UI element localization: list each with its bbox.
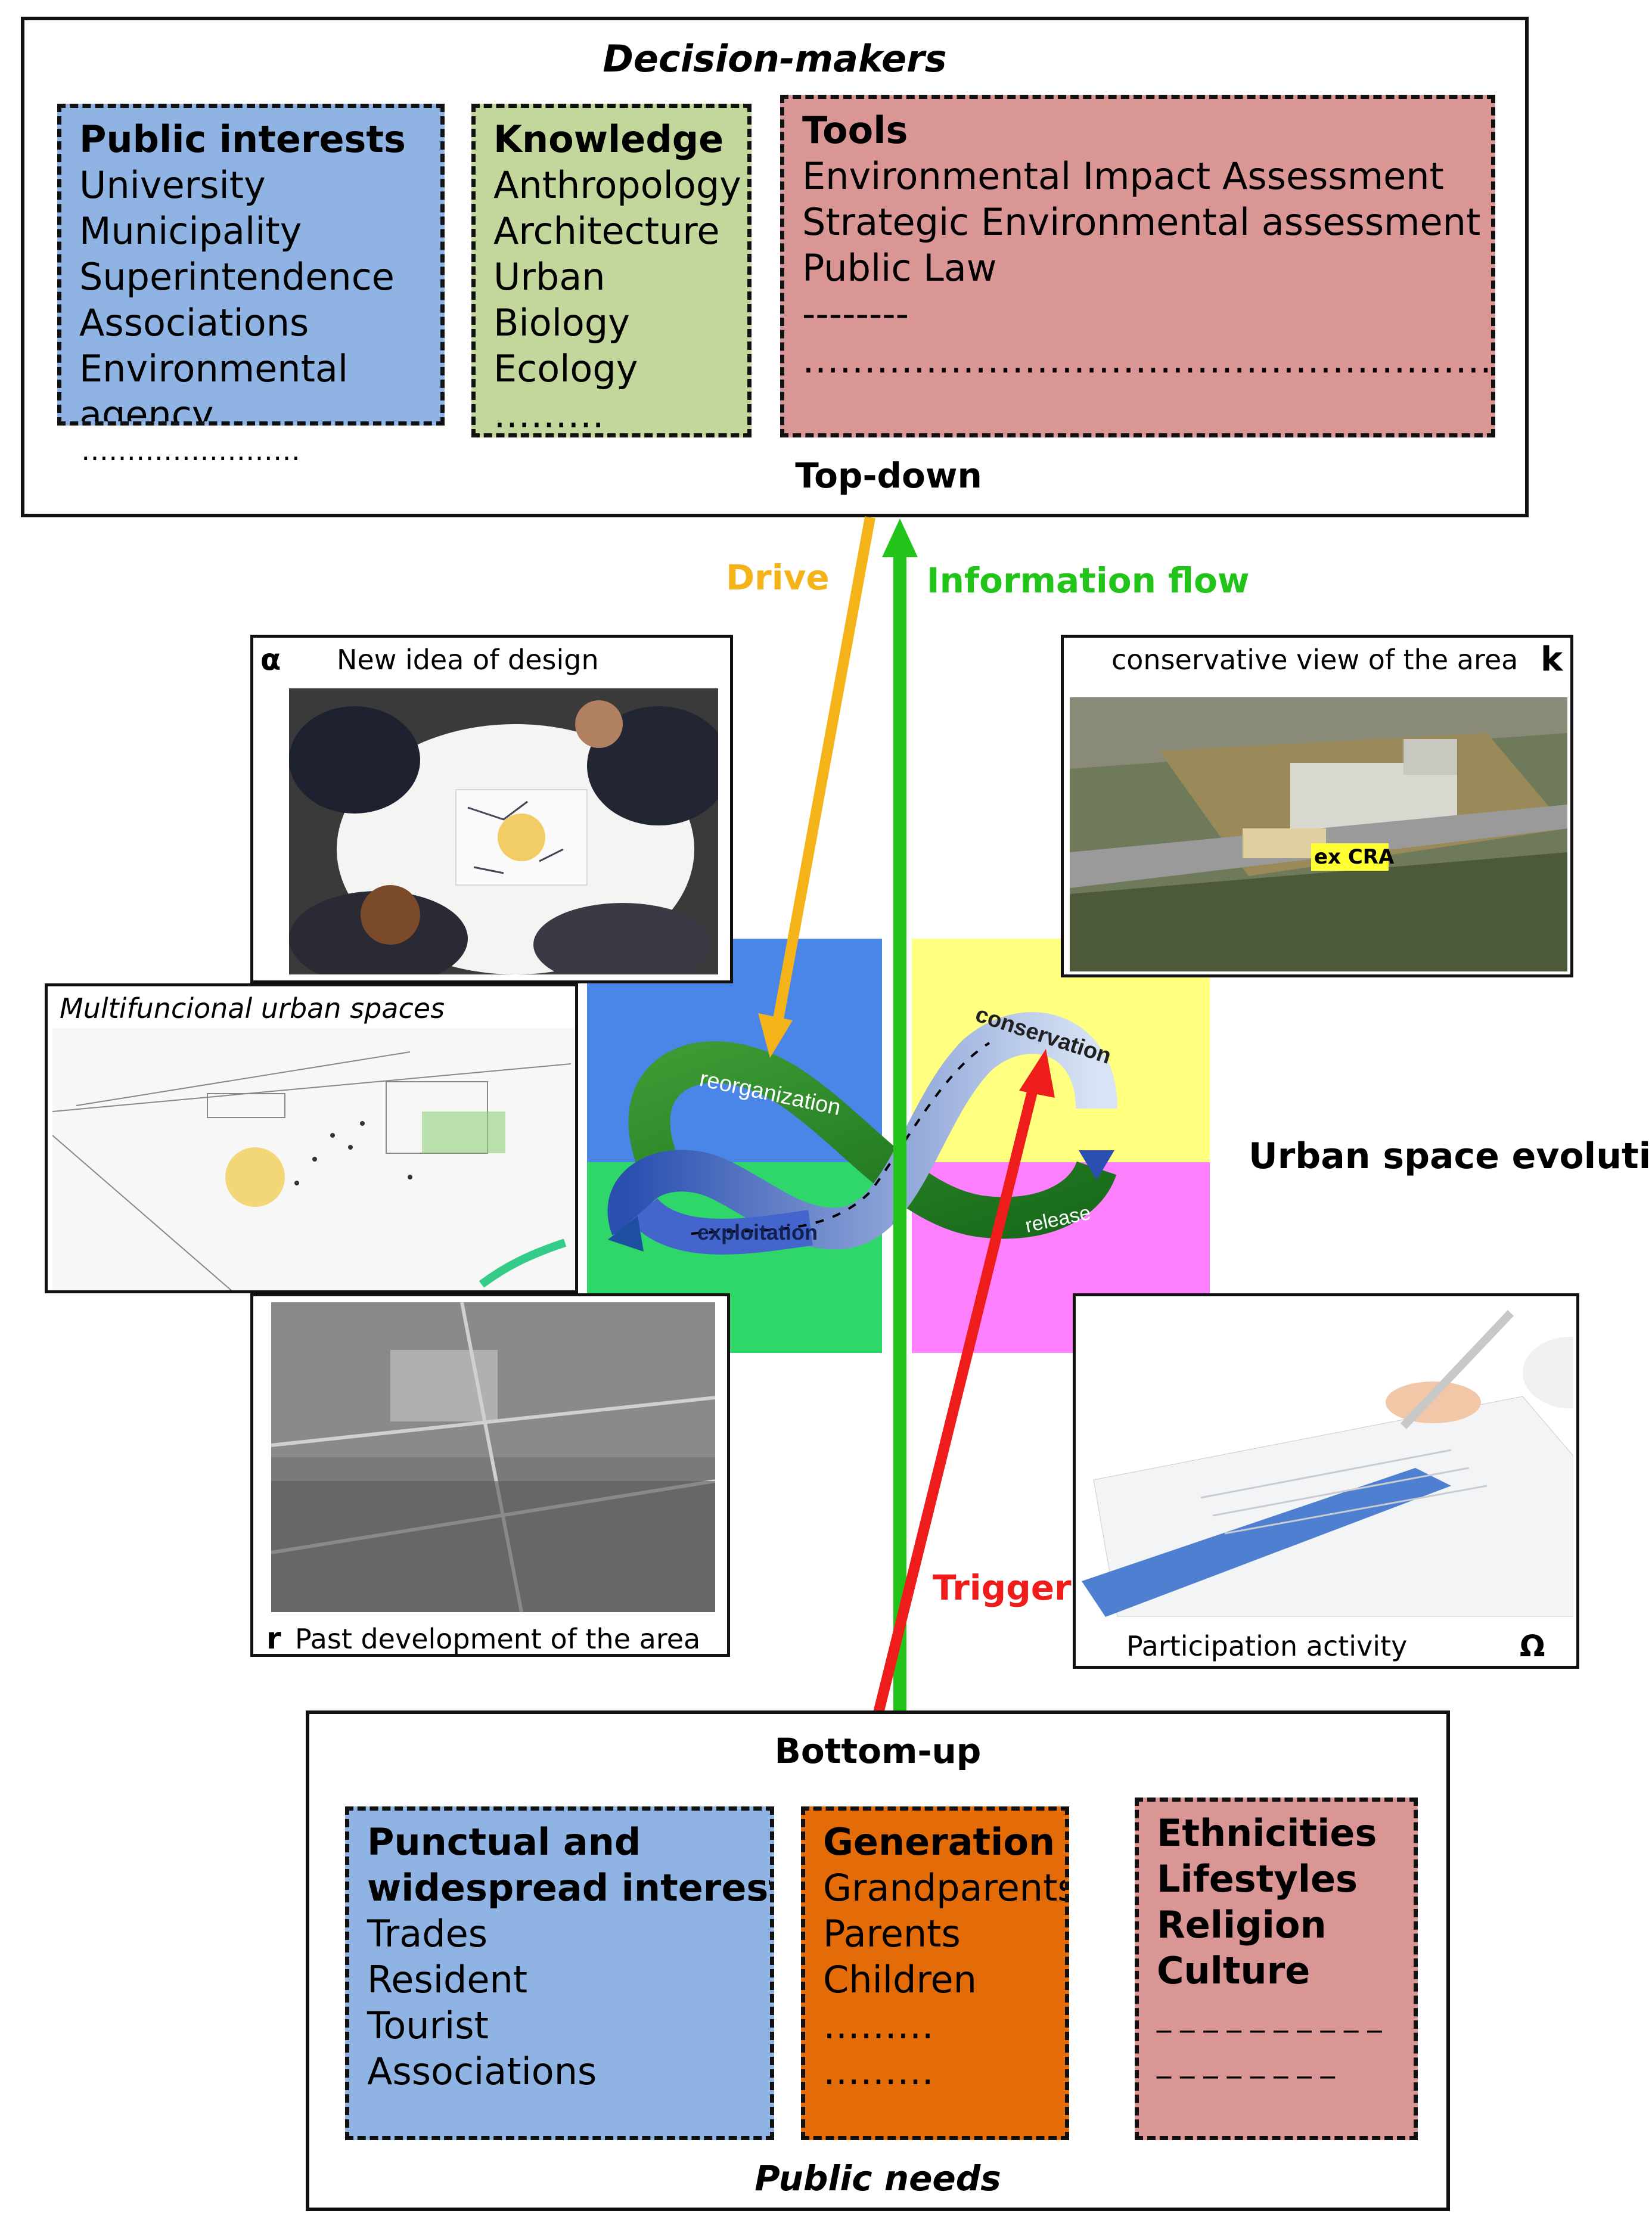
cycle-arrowhead: [608, 1216, 644, 1252]
bottom-up-label: Bottom-up: [774, 1731, 982, 1771]
dash-line: _ _ _ _ _ _ _ _: [1157, 2045, 1335, 2079]
drive-arrow: [772, 516, 875, 1023]
public-needs-box: Bottom-up Punctual and widespread intere…: [306, 1710, 1450, 2211]
decision-makers-title: Decision-makers: [603, 37, 947, 80]
participation-panel: Participation activity Ω: [1073, 1293, 1579, 1669]
generation-heading: Generation: [823, 1820, 1055, 1864]
list-item: Architecture: [493, 209, 720, 253]
trigger-label: Trigger: [933, 1567, 1072, 1608]
panel-caption: Participation activity: [1126, 1630, 1408, 1662]
list-item: Anthropology: [493, 163, 741, 207]
ex-cra-tag: ex CRA: [1314, 845, 1395, 869]
design-panel: α New idea of design: [250, 635, 733, 983]
list-item: Associations: [367, 2050, 597, 2093]
list-item: Strategic Environmental assessment: [802, 200, 1481, 244]
punctual-interests-heading: widespread interests: [367, 1866, 774, 1910]
public-needs-label: Public needs: [754, 2158, 1001, 2199]
public-interests-ellipsis: ……………………: [81, 434, 300, 467]
trigger-arrow-head: [1019, 1049, 1055, 1098]
list-item: University: [79, 163, 266, 207]
meeting-photo: [289, 688, 718, 974]
writing-photo: [1082, 1301, 1573, 1617]
tools-box: Tools Environmental Impact Assessment St…: [780, 95, 1495, 437]
list-item: ………: [823, 2050, 934, 2093]
knowledge-heading: Knowledge: [493, 117, 724, 161]
panel-letter: α: [260, 642, 281, 677]
list-item: Environmental: [79, 347, 349, 390]
list-item: Culture: [1157, 1949, 1311, 1992]
list-item: ………: [823, 2004, 934, 2047]
punctual-interests-box: Punctual and widespread interests Trades…: [345, 1806, 774, 2140]
list-item: Urban: [493, 255, 605, 299]
list-item: Children: [823, 1958, 977, 2001]
adaptive-cycle-diagram: reorganization exploitation conservation…: [607, 1002, 1117, 1255]
conservative-view-panel: conservative view of the area k ex CRA: [1061, 635, 1573, 977]
list-item: Municipality: [79, 209, 302, 253]
past-development-panel: r Past development of the area: [250, 1293, 730, 1657]
list-item: Parents: [823, 1912, 961, 1955]
information-flow-label: Information flow: [927, 560, 1250, 601]
panel-letter: r: [266, 1621, 281, 1656]
panel-caption: conservative view of the area: [1111, 644, 1519, 676]
cycle-arrowhead: [1079, 1150, 1114, 1180]
flow-dashes: [691, 1042, 990, 1235]
list-item: Biology: [493, 301, 630, 344]
urban-space-evolution-label: Urban space evolution: [1249, 1135, 1652, 1177]
top-down-label: Top-down: [795, 455, 982, 496]
historic-aerial-photo: [271, 1302, 715, 1612]
aerial-photo: [1070, 697, 1567, 971]
list-item: Trades: [367, 1912, 488, 1955]
panel-letter: k: [1541, 640, 1563, 679]
list-item: Tourist: [367, 2004, 489, 2047]
information-flow-head-up: [882, 519, 918, 557]
list-item: --------: [802, 292, 909, 336]
panel-caption: Multifuncional urban spaces: [60, 992, 445, 1025]
sketch-drawing: [52, 1028, 574, 1290]
public-interests-heading: Public interests: [79, 117, 406, 161]
green-cycle-band: [628, 1041, 1117, 1239]
list-item: Public Law: [802, 246, 997, 290]
list-item: agency: [79, 393, 214, 426]
list-item: Ecology: [493, 347, 638, 390]
blue-cycle-band: [607, 1012, 1117, 1250]
list-item: Superintendence: [79, 255, 395, 299]
public-interests-box: Public interests University Municipality…: [57, 104, 445, 426]
lower-loop-band: [630, 1197, 813, 1255]
trigger-arrow: [871, 1083, 1039, 1724]
decision-makers-box: Decision-makers Public interests Univers…: [21, 17, 1529, 517]
dash-line: _ _ _ _ _ _ _ _ _ _: [1157, 2000, 1382, 2033]
list-item: Environmental Impact Assessment: [802, 154, 1444, 198]
generation-box: Generation Grandparents Parents Children…: [801, 1806, 1069, 2140]
list-item: Religion: [1157, 1903, 1327, 1947]
drive-arrow-head: [758, 1013, 793, 1058]
multifunctional-panel: Multifuncional urban spaces: [45, 983, 578, 1293]
knowledge-box: Knowledge Anthropology Architecture Urba…: [471, 104, 752, 437]
culture-box: Ethnicities Lifestyles Religion Culture …: [1135, 1798, 1418, 2140]
punctual-interests-heading: Punctual and: [367, 1820, 641, 1864]
panel-caption: Past development of the area: [295, 1623, 701, 1655]
panel-letter: Ω: [1520, 1629, 1545, 1663]
list-item: Resident: [367, 1958, 528, 2001]
list-item: Ethnicities: [1157, 1811, 1377, 1855]
list-item: …………………………………………………………………: [802, 338, 1491, 381]
list-item: Associations: [79, 301, 309, 344]
list-item: ………: [493, 393, 604, 436]
list-item: Lifestyles: [1157, 1857, 1358, 1901]
drive-label: Drive: [726, 557, 830, 598]
cycle-label-exploitation: exploitation: [697, 1220, 818, 1244]
panel-caption: New idea of design: [337, 644, 599, 676]
tools-heading: Tools: [802, 108, 908, 152]
list-item: Grandparents: [823, 1866, 1069, 1910]
